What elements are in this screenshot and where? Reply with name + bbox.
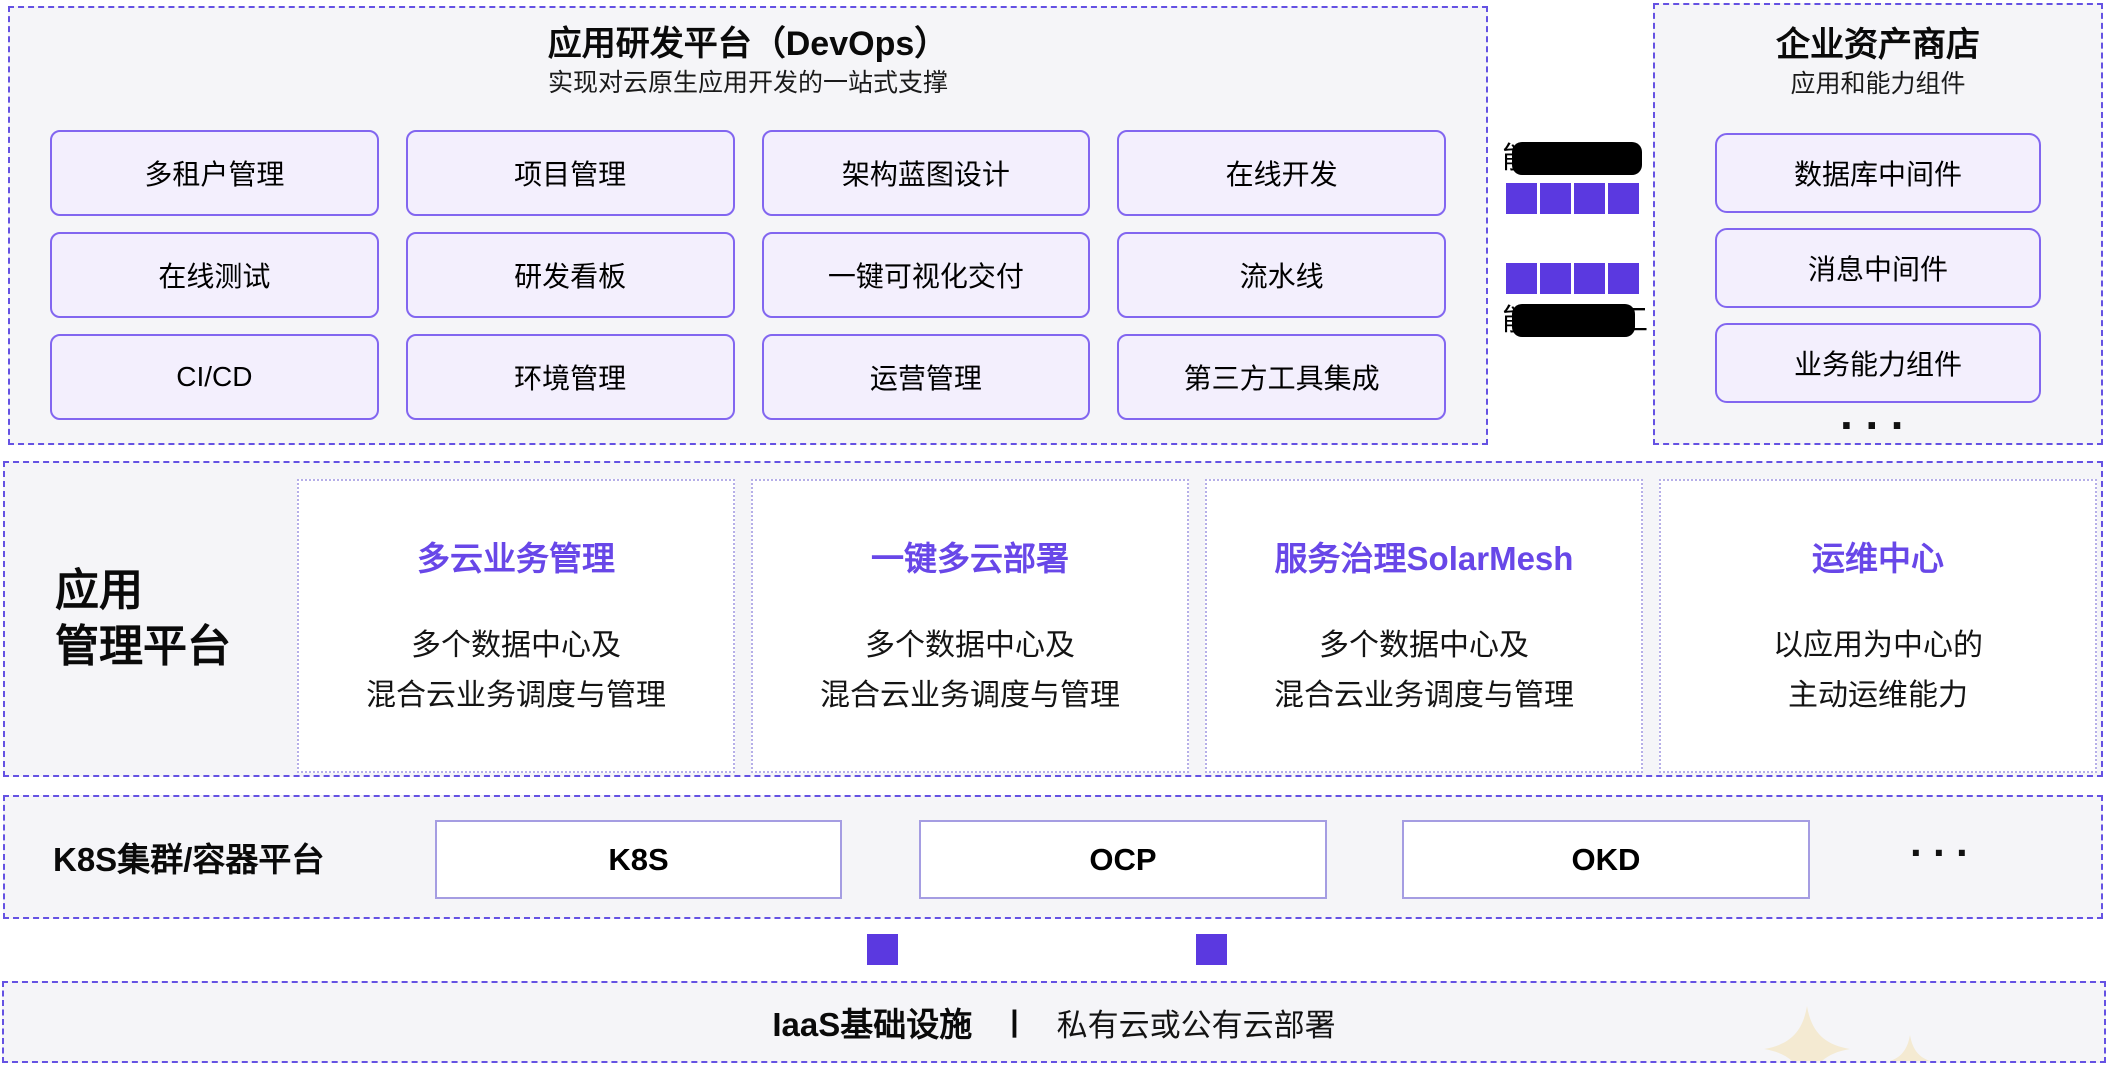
connector-square bbox=[1196, 934, 1227, 965]
asset-store-item: 消息中间件 bbox=[1715, 228, 2041, 308]
k8s-box: K8S bbox=[435, 820, 842, 899]
redacted-label-top: 能 bbox=[1502, 142, 1642, 175]
devops-panel-title: 应用研发平台（DevOps） bbox=[547, 25, 949, 63]
asset-store-title: 企业资产商店 bbox=[1776, 26, 1980, 64]
redaction-bar bbox=[1512, 142, 1642, 175]
asset-store-panel: 企业资产商店 应用和能力组件 数据库中间件 消息中间件 业务能力组件 ··· bbox=[1653, 3, 2103, 451]
okd-box: OKD bbox=[1402, 820, 1810, 899]
arrow-square bbox=[1608, 263, 1639, 294]
card-desc-line: 多个数据中心及 bbox=[865, 629, 1075, 662]
card-description: 多个数据中心及 混合云业务调度与管理 bbox=[820, 621, 1120, 721]
card-desc-line: 主动运维能力 bbox=[1788, 679, 1968, 712]
card-desc-line: 混合云业务调度与管理 bbox=[366, 679, 666, 712]
card-desc-line: 多个数据中心及 bbox=[411, 629, 621, 662]
app-mgmt-label-line1: 应用 bbox=[55, 566, 143, 615]
card-desc-line: 混合云业务调度与管理 bbox=[1274, 679, 1574, 712]
feature-box: 环境管理 bbox=[405, 334, 735, 420]
arrow-square bbox=[1540, 183, 1571, 214]
feature-box: 在线开发 bbox=[1117, 130, 1446, 216]
devops-panel: 应用研发平台（DevOps） 实现对云原生应用开发的一站式支撑 多租户管理 项目… bbox=[8, 6, 1488, 445]
asset-store-item: 数据库中间件 bbox=[1715, 133, 2041, 213]
card-title: 多云业务管理 bbox=[417, 540, 615, 577]
arrow-square bbox=[1608, 183, 1639, 214]
divider-bar: | bbox=[1010, 1005, 1019, 1038]
feature-box: 多租户管理 bbox=[50, 130, 379, 216]
feature-box: 项目管理 bbox=[405, 130, 735, 216]
k8s-section-label: K8S集群/容器平台 bbox=[53, 841, 325, 878]
sparkle-icon bbox=[1889, 1035, 1931, 1061]
card-description: 多个数据中心及 混合云业务调度与管理 bbox=[1274, 621, 1574, 721]
card-title: 一键多云部署 bbox=[871, 540, 1069, 577]
card-desc-line: 以应用为中心的 bbox=[1773, 629, 1983, 662]
app-mgmt-label: 应用 管理平台 bbox=[55, 563, 231, 675]
arrow-square bbox=[1574, 263, 1605, 294]
ellipsis-more: ··· bbox=[1840, 399, 1916, 451]
mgmt-card-service-governance: 服务治理SolarMesh 多个数据中心及 混合云业务调度与管理 bbox=[1205, 479, 1643, 773]
card-description: 以应用为中心的 主动运维能力 bbox=[1773, 621, 1983, 721]
square-arrow-row-top bbox=[1506, 183, 1639, 214]
app-mgmt-label-line2: 管理平台 bbox=[55, 622, 231, 671]
card-description: 多个数据中心及 混合云业务调度与管理 bbox=[366, 621, 666, 721]
feature-box: 在线测试 bbox=[50, 232, 379, 318]
feature-box: 架构蓝图设计 bbox=[761, 130, 1091, 216]
feature-box: 一键可视化交付 bbox=[761, 232, 1091, 318]
sparkle-icon bbox=[1764, 1006, 1850, 1061]
mgmt-card-ops-center: 运维中心 以应用为中心的 主动运维能力 bbox=[1659, 479, 2097, 773]
devops-panel-subtitle: 实现对云原生应用开发的一站式支撑 bbox=[547, 69, 948, 97]
arrow-square bbox=[1506, 183, 1537, 214]
ellipsis-more: ··· bbox=[1910, 829, 1979, 877]
arrow-square bbox=[1574, 183, 1605, 214]
k8s-section: K8S集群/容器平台 K8S OCP OKD ··· bbox=[3, 795, 2103, 919]
feature-box: CI/CD bbox=[50, 334, 379, 420]
ocp-box: OCP bbox=[919, 820, 1327, 899]
connector-square bbox=[867, 934, 898, 965]
devops-feature-grid: 多租户管理 项目管理 架构蓝图设计 在线开发 在线测试 研发看板 一键可视化交付… bbox=[50, 130, 1446, 420]
iaas-section: IaaS基础设施 | 私有云或公有云部署 bbox=[2, 981, 2106, 1063]
app-mgmt-section: 应用 管理平台 多云业务管理 多个数据中心及 混合云业务调度与管理 一键多云部署… bbox=[3, 461, 2103, 777]
arrow-square bbox=[1540, 263, 1571, 294]
card-desc-line: 多个数据中心及 bbox=[1319, 629, 1529, 662]
asset-store-item: 业务能力组件 bbox=[1715, 323, 2041, 403]
card-title: 服务治理SolarMesh bbox=[1274, 540, 1574, 577]
card-title: 运维中心 bbox=[1812, 540, 1944, 577]
arrow-square bbox=[1506, 263, 1537, 294]
card-desc-line: 混合云业务调度与管理 bbox=[820, 679, 1120, 712]
asset-store-list: 数据库中间件 消息中间件 业务能力组件 bbox=[1715, 133, 2041, 403]
redaction-bar bbox=[1512, 304, 1635, 337]
mgmt-card-multicloud-business: 多云业务管理 多个数据中心及 混合云业务调度与管理 bbox=[297, 479, 735, 773]
iaas-description: 私有云或公有云部署 bbox=[1056, 1007, 1336, 1043]
mgmt-card-one-click-deploy: 一键多云部署 多个数据中心及 混合云业务调度与管理 bbox=[751, 479, 1189, 773]
feature-box: 运营管理 bbox=[761, 334, 1091, 420]
feature-box: 研发看板 bbox=[405, 232, 735, 318]
redacted-label-bottom: 能 工 bbox=[1502, 304, 1648, 337]
square-arrow-row-bottom bbox=[1506, 263, 1639, 294]
iaas-label: IaaS基础设施 bbox=[772, 1006, 973, 1043]
feature-box: 流水线 bbox=[1117, 232, 1446, 318]
asset-store-subtitle: 应用和能力组件 bbox=[1790, 70, 1966, 98]
feature-box: 第三方工具集成 bbox=[1117, 334, 1446, 420]
